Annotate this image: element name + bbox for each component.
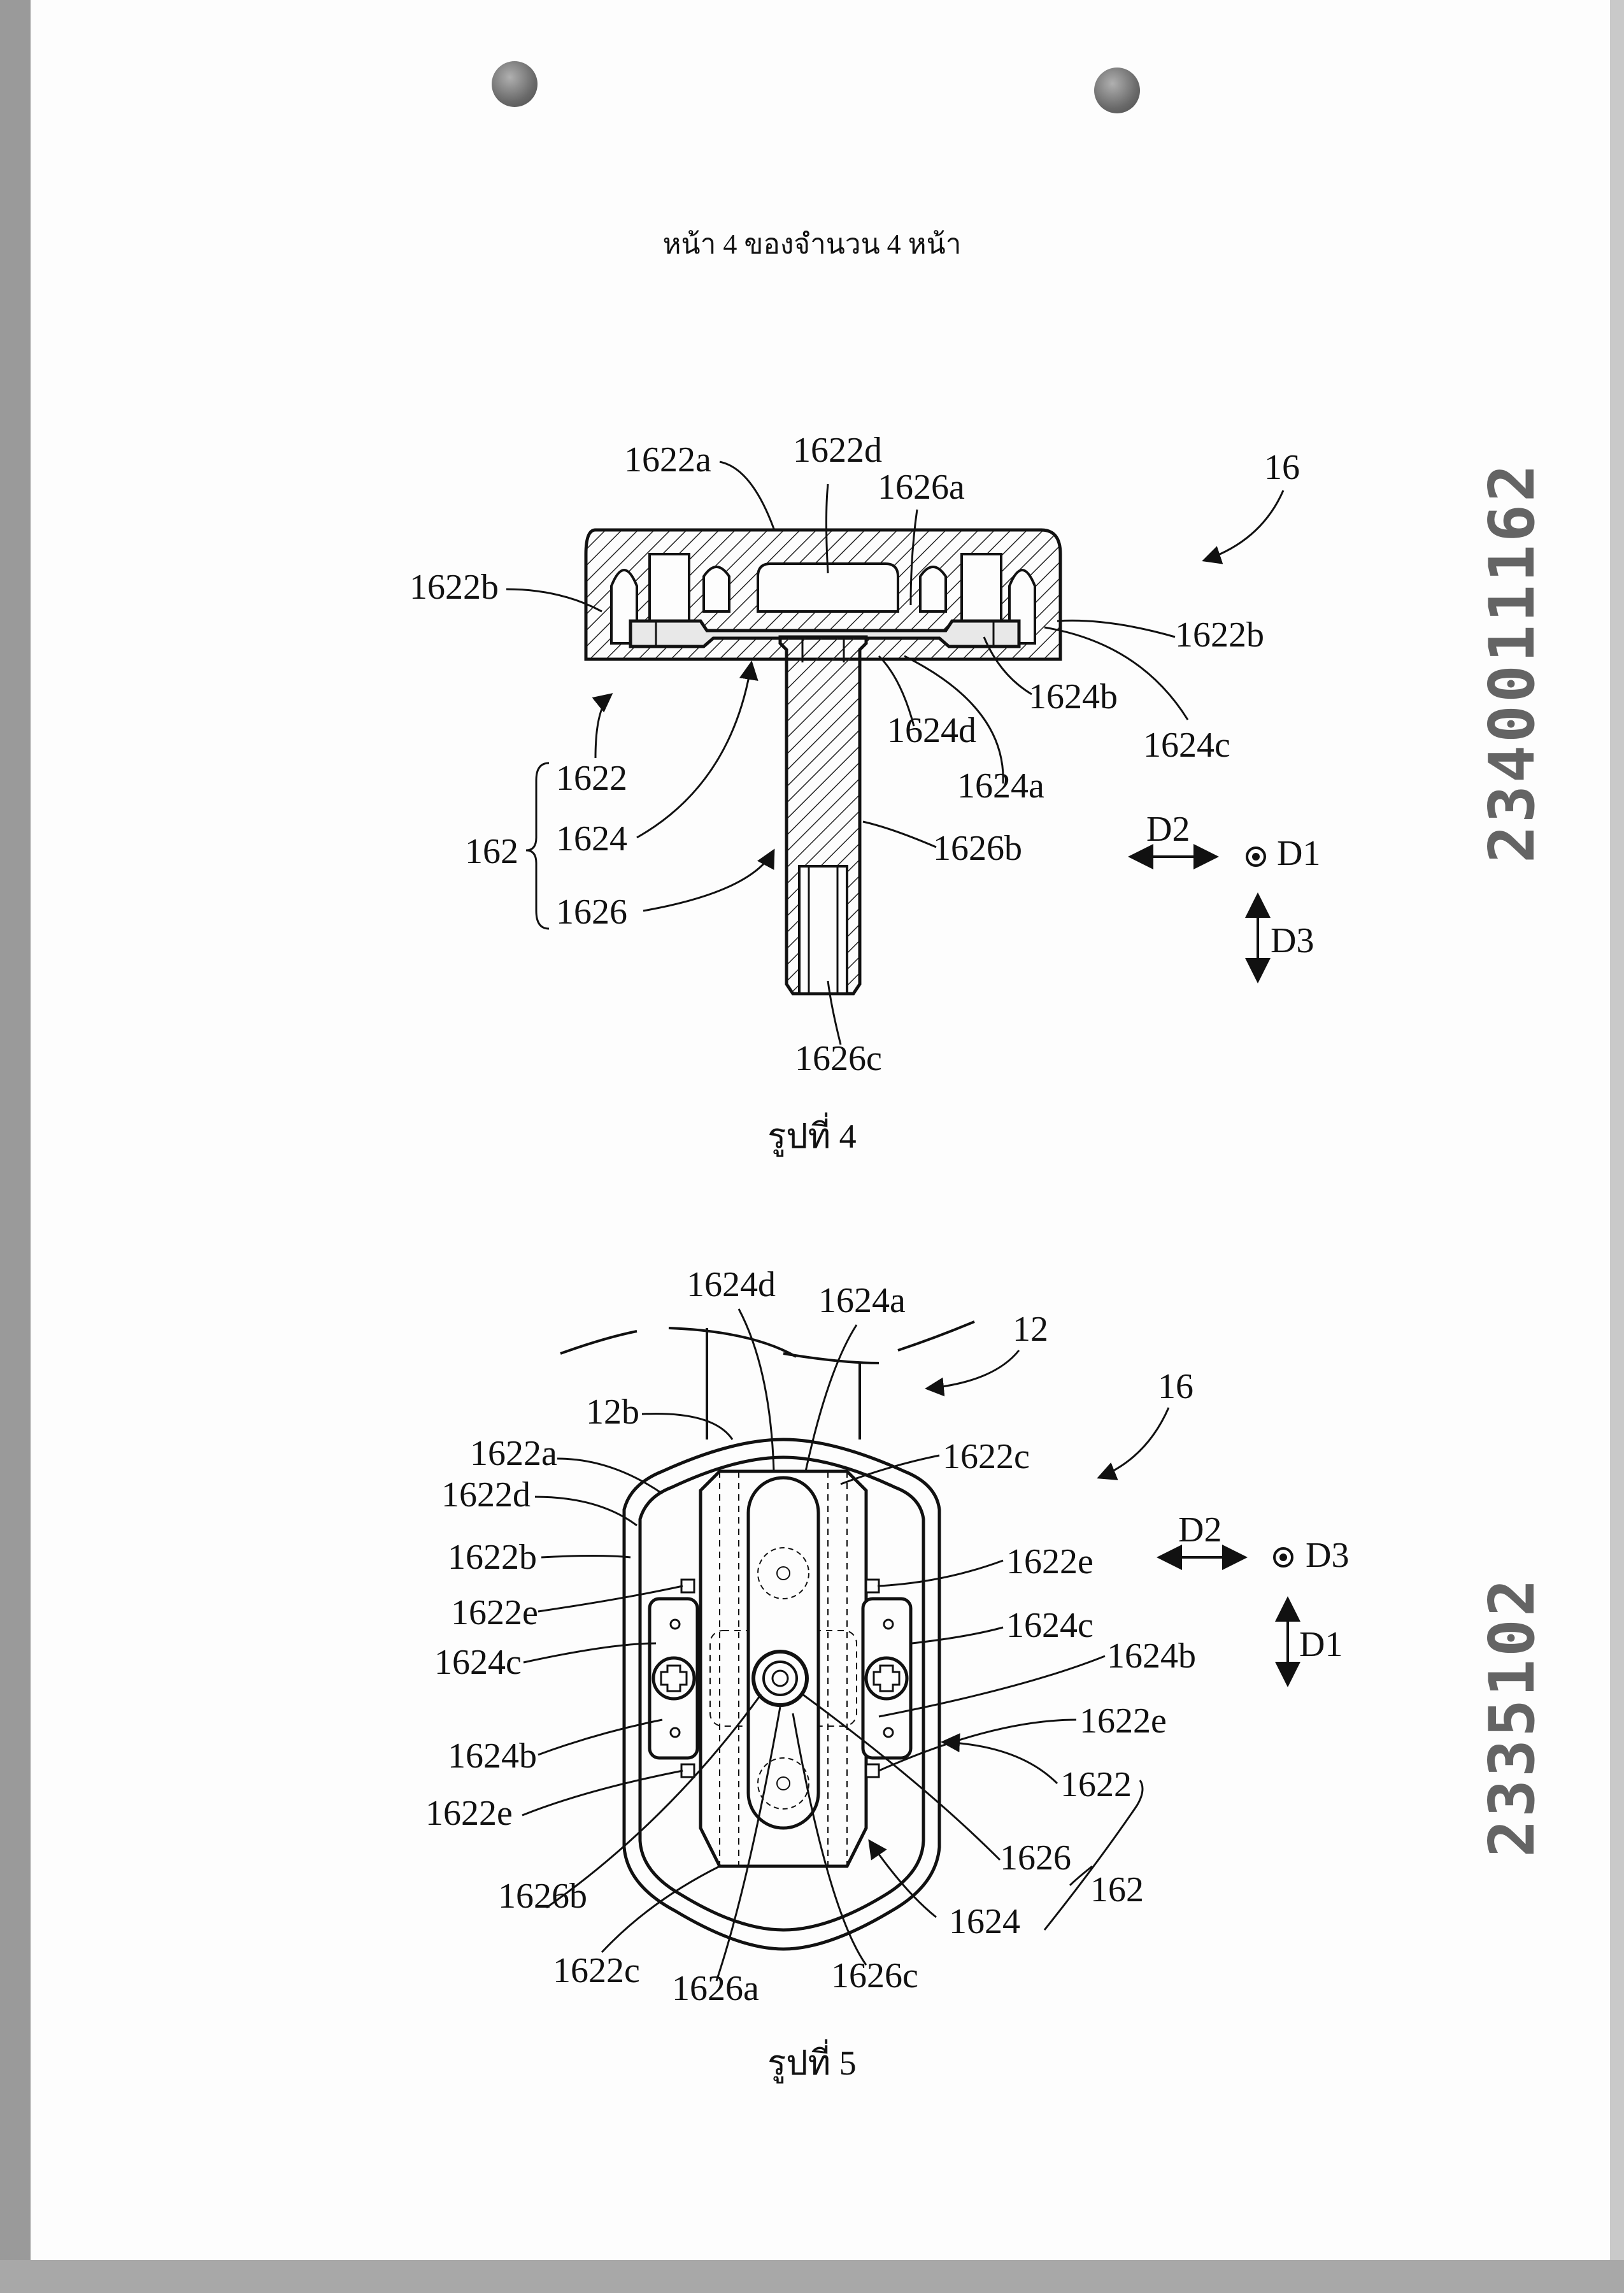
punch-hole-right [1094,68,1140,113]
figure-5-labels: 1624d 1624a 12 16 12b 1622a 1622c 1622d … [425,1265,1349,2008]
label-1622d: 1622d [793,431,882,470]
label-1622d: 1622d [441,1475,531,1515]
label-1622c-bottom: 1622c [553,1951,640,1990]
label-1624d: 1624d [887,711,976,750]
label-1624a: 1624a [957,766,1044,806]
label-d3: D3 [1306,1536,1349,1575]
label-1624a: 1624a [818,1281,906,1320]
label-1626: 1626 [1000,1838,1071,1878]
label-1622: 1622 [556,759,627,798]
label-1624b-right: 1624b [1107,1636,1196,1676]
figure-4-leader-lines [506,461,1285,1045]
label-1624: 1624 [556,819,627,859]
figure-4-labels: 1622a 1622d 1626a 16 1622b 1622b 1624b 1… [410,431,1320,1078]
label-1622e-right-1: 1622e [1006,1542,1093,1582]
figure-4-axes [1128,844,1271,983]
figure-5-caption: รูปที่ 5 [767,2044,857,2082]
label-1622a: 1622a [470,1434,557,1473]
label-16: 16 [1158,1367,1193,1406]
punch-hole-left [492,61,538,107]
label-1626a: 1626a [878,468,965,507]
figure-5-axes [1157,1545,1300,1687]
knob-body-1622 [622,1438,941,1951]
label-1624: 1624 [949,1902,1020,1941]
label-1622b: 1622b [448,1538,537,1577]
label-162: 162 [1090,1870,1144,1910]
label-1626b: 1626b [933,829,1022,868]
label-d1: D1 [1299,1625,1343,1664]
label-1626c: 1626c [831,1956,918,1996]
label-1622b-left: 1622b [410,568,499,607]
label-1622: 1622 [1060,1765,1132,1804]
page-header: หน้า 4 ของจำนวน 4 หน้า [662,229,962,260]
label-16: 16 [1264,448,1300,487]
clip-right-1624c [861,1578,913,1778]
slot-1626a [746,1476,820,1830]
label-1624b: 1624b [1029,677,1118,717]
label-1622b-right: 1622b [1175,615,1264,655]
label-162: 162 [465,832,518,871]
label-12: 12 [1013,1310,1048,1349]
label-1626a: 1626a [672,1969,759,2008]
label-1624c: 1624c [1143,725,1230,765]
label-1626b: 1626b [498,1876,587,1916]
label-1624b-left: 1624b [448,1736,537,1776]
scan-bottom-edge [0,2260,1624,2293]
label-1624d: 1624d [687,1265,776,1304]
label-1626: 1626 [556,892,627,932]
label-1622e-left-1: 1622e [451,1593,538,1632]
label-12b: 12b [586,1392,639,1432]
label-d3: D3 [1271,921,1314,961]
shaft-1626 [778,635,868,996]
label-d2: D2 [1178,1510,1222,1550]
label-1622c-top: 1622c [943,1437,1030,1476]
figure-5-leader-lines [522,1308,1170,1982]
label-1624c-right: 1624c [1006,1606,1093,1645]
scan-left-edge [0,0,31,2293]
label-1622a: 1622a [624,440,711,480]
label-1622e-left-2: 1622e [425,1794,513,1833]
label-1624c-left: 1624c [434,1643,522,1682]
handle-12 [560,1320,975,1439]
plate-1624 [629,619,1021,648]
figure-5-drawing: 1624d 1624a 12 16 12b 1622a 1622c 1622d … [425,1265,1349,2008]
label-1622e-right-2: 1622e [1079,1701,1167,1741]
label-d1: D1 [1277,834,1320,873]
scan-right-edge [1610,0,1624,2293]
figure-4-caption: รูปที่ 4 [767,1117,857,1155]
figure-4-drawing: 1622a 1622d 1626a 16 1622b 1622b 1624b 1… [410,431,1320,1078]
clip-left-1624c [648,1578,699,1778]
label-1626c: 1626c [795,1039,882,1078]
label-d2: D2 [1146,810,1190,849]
